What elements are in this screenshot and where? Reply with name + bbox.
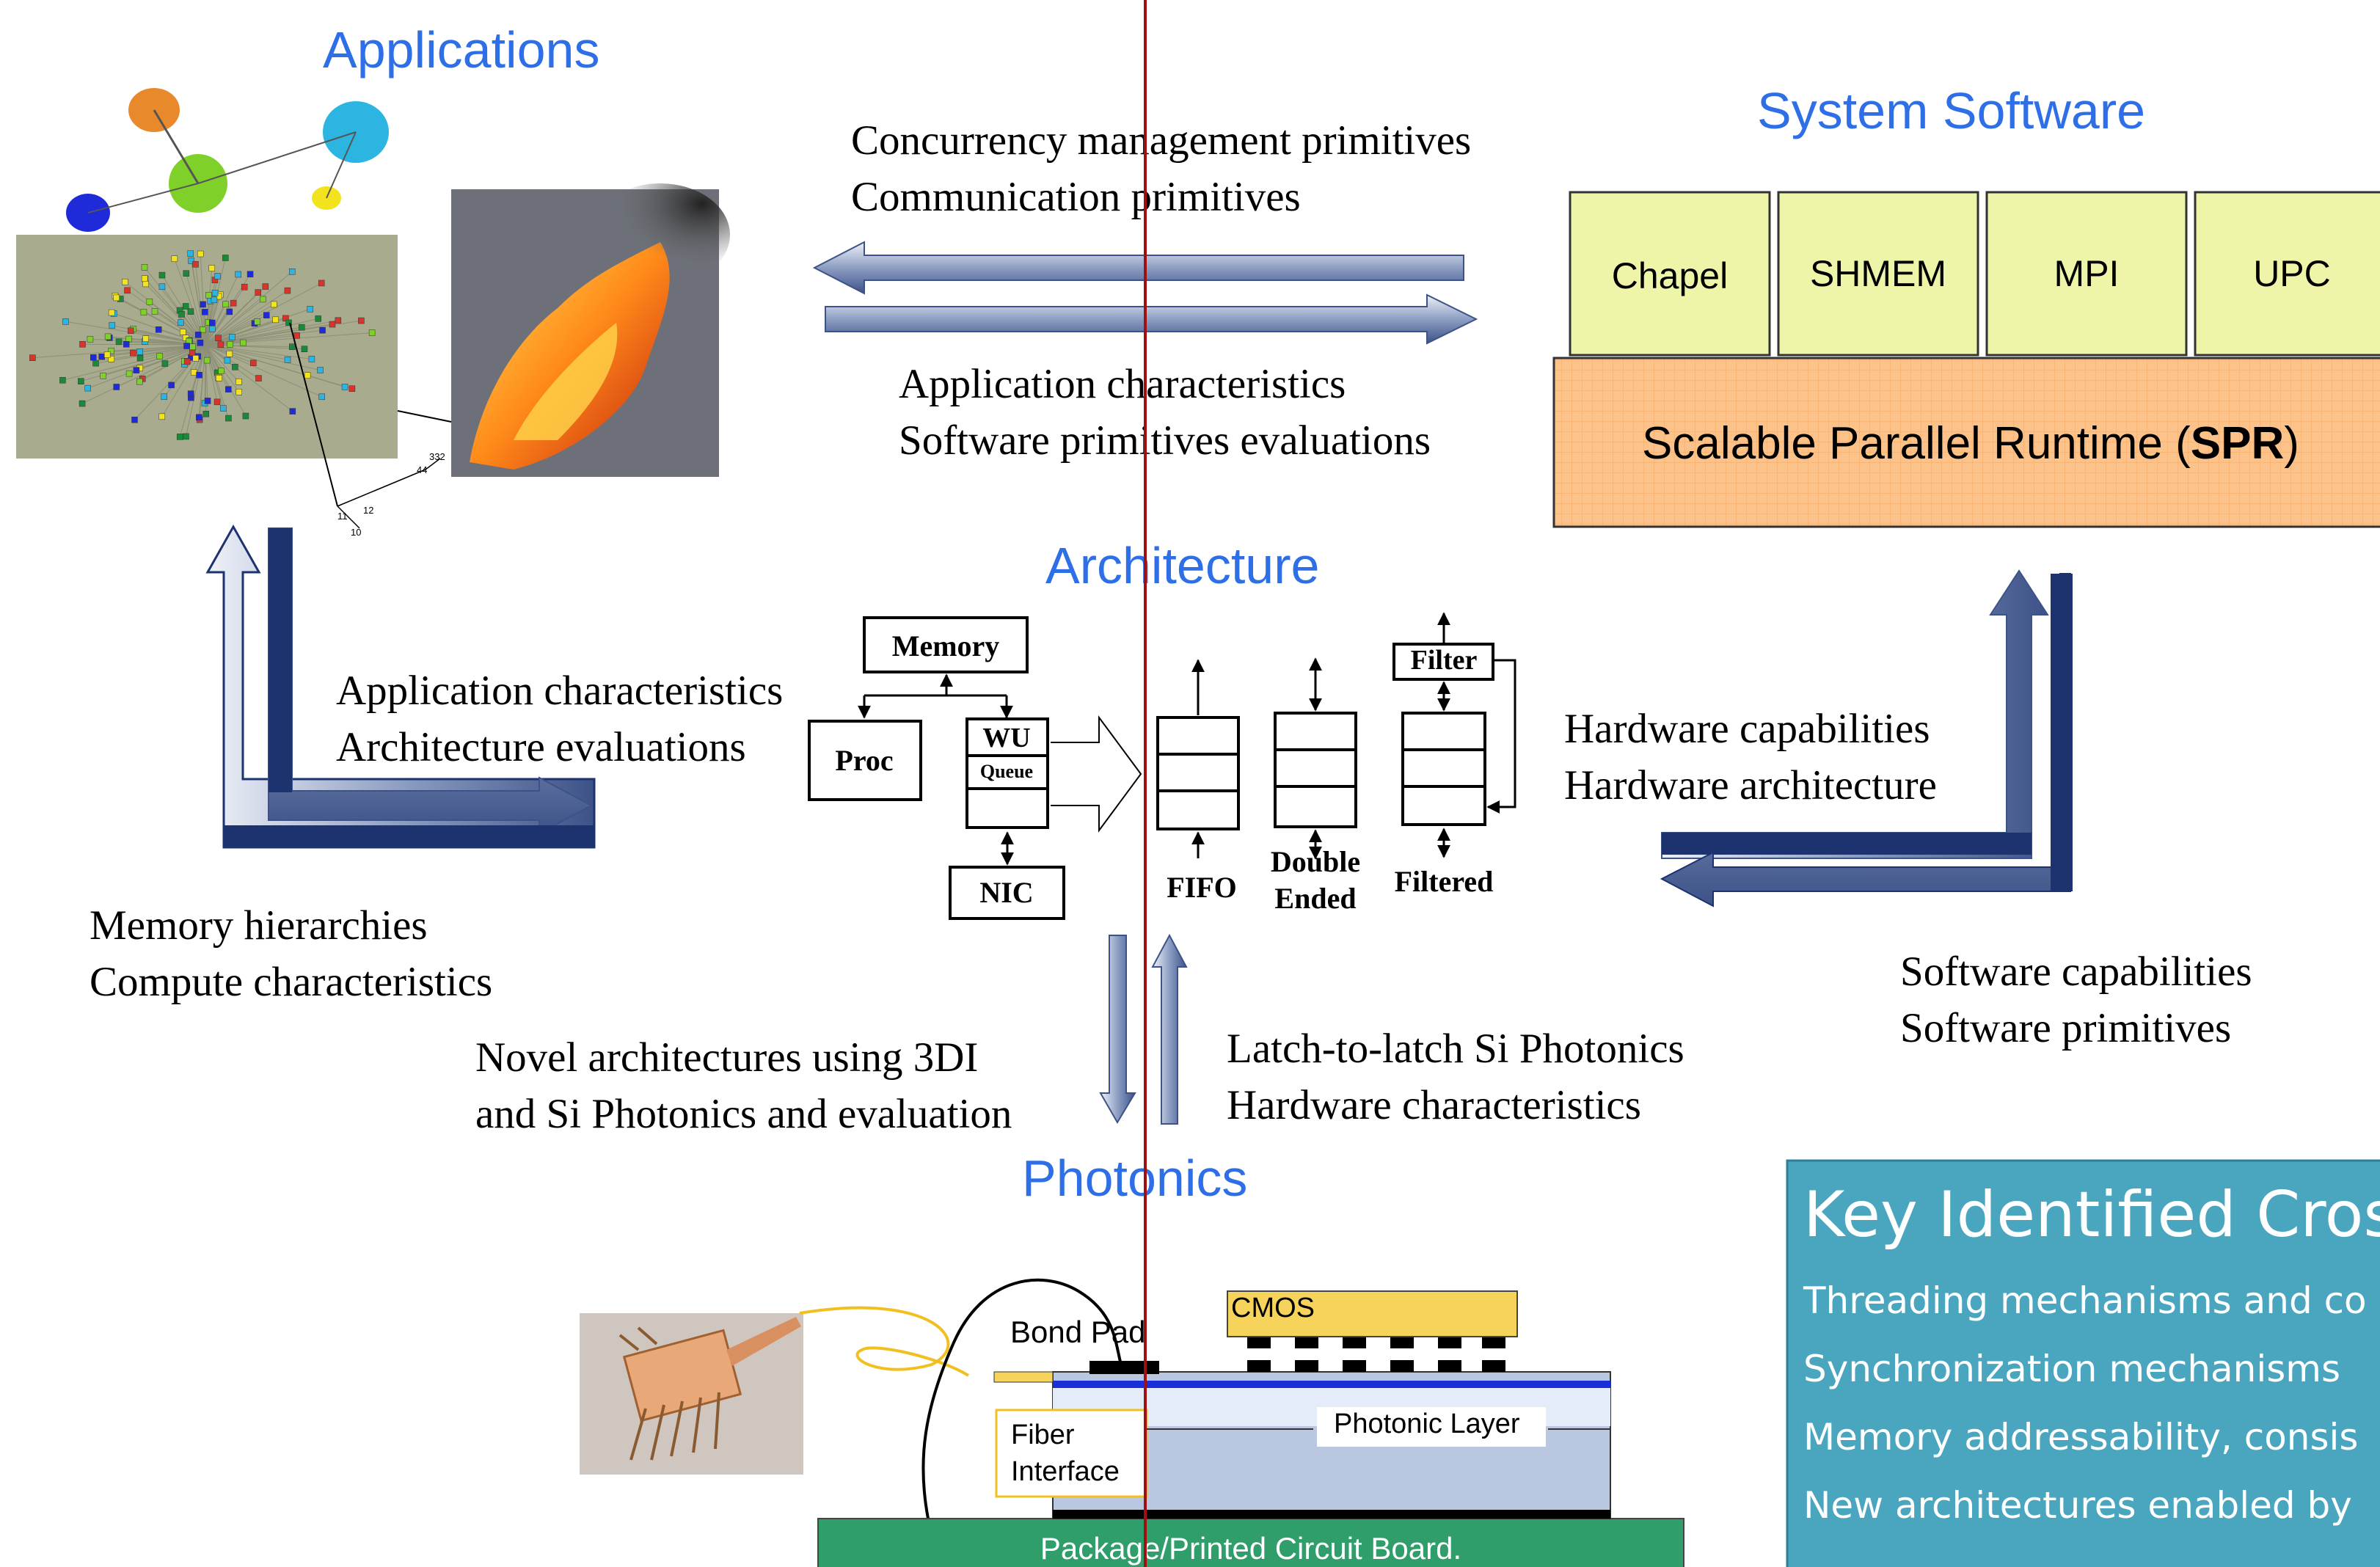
applications-title: Applications [323, 21, 599, 78]
key-crosscuts-box: Key Identified Cros Threading mechanisms… [1786, 1159, 2380, 1567]
arrow-label: Architecture evaluations [336, 724, 746, 770]
double-ended-label: Ended [1274, 882, 1356, 915]
arrow-label: Concurrency management primitives [851, 117, 1471, 164]
graph-node-label: 332 [429, 451, 445, 462]
arrow-arch-to-photonics [1099, 935, 1136, 1124]
filter-label: Filter [1411, 645, 1478, 676]
arrow-label: Application characteristics [336, 668, 783, 714]
arrow-to-system-software [825, 293, 1478, 345]
bond-pad-label: Bond Pad [1010, 1315, 1146, 1349]
key-box-item: Threading mechanisms and co [1803, 1279, 2367, 1322]
photonic-layer-label: Photonic Layer [1334, 1409, 1520, 1439]
board-label: Package/Printed Circuit Board. [1040, 1531, 1461, 1566]
key-box-item: Memory addressability, consis [1803, 1416, 2358, 1458]
model-box-upc [2194, 191, 2380, 357]
arrow-label: Application characteristics [899, 361, 1346, 407]
circuit-board [817, 1518, 1684, 1567]
bond-pad [1089, 1361, 1159, 1374]
arrow-photonics-to-arch [1151, 933, 1188, 1125]
key-box-title: Key Identified Cros [1803, 1178, 2380, 1252]
model-label: UPC [2253, 253, 2331, 294]
model-label: SHMEM [1810, 253, 1946, 294]
filter-box [1392, 643, 1494, 681]
arrow-arch-to-system-software [1661, 569, 2049, 859]
arrow-label: Software capabilities [1900, 949, 2252, 995]
model-label: Chapel [1612, 255, 1728, 296]
arrow-label: and Si Photonics and evaluation [475, 1091, 1012, 1137]
programming-models: Chapel SHMEM MPI UPC [1569, 191, 2380, 357]
fifo-queue [1156, 716, 1240, 830]
graph-visualization-image: 332 44 12 11 10 [16, 88, 445, 538]
arrow-label: Hardware characteristics [1227, 1082, 1641, 1128]
proc-label: Proc [835, 744, 893, 777]
arrow-label: Hardware architecture [1564, 762, 1937, 808]
model-box-mpi [1985, 191, 2188, 357]
arrow-to-applications [812, 241, 1464, 295]
architecture-diagram [808, 612, 1516, 920]
nic-label: NIC [979, 876, 1033, 909]
arrow-label: Memory hierarchies [90, 902, 428, 949]
cmos-bumps [1247, 1337, 1505, 1372]
arrow-label: Software primitives [1900, 1005, 2231, 1051]
wu-queue-box [965, 717, 1049, 829]
graph-node-label: 10 [351, 527, 361, 538]
fiber-interface-label: Fiber [1011, 1420, 1075, 1450]
photonic-chip-photo [580, 1313, 803, 1475]
wu-label: WU [982, 723, 1030, 753]
double-ended-queue [1274, 712, 1357, 828]
system-software-title: System Software [1757, 82, 2145, 139]
memory-label: Memory [892, 629, 1000, 662]
runtime-box: Scalable Parallel Runtime (SPR) [1552, 357, 2380, 528]
queue-label: Queue [980, 761, 1033, 782]
proc-box [808, 720, 922, 801]
photonics-title: Photonics [1022, 1150, 1247, 1207]
fiber-curve [799, 1306, 970, 1377]
architecture-title: Architecture [1045, 537, 1319, 594]
key-box-item: Synchronization mechanisms [1803, 1348, 2340, 1390]
arrow-label: Hardware capabilities [1564, 706, 1930, 752]
memory-box [863, 616, 1029, 673]
fire-simulation-image [397, 183, 730, 477]
runtime-label: Scalable Parallel Runtime (SPR) [1642, 418, 2299, 469]
cmos-chip [1227, 1290, 1518, 1337]
graph-node-label: 12 [363, 505, 373, 516]
arrow-label: Communication primitives [851, 174, 1301, 220]
filtered-queue [1401, 712, 1486, 826]
filtered-label: Filtered [1395, 865, 1494, 898]
graph-node-label: 11 [337, 511, 348, 522]
arrow-label: Compute characteristics [90, 959, 492, 1005]
arrow-label: Novel architectures using 3DI [475, 1034, 978, 1081]
double-ended-label: Double [1271, 845, 1360, 878]
arrow-label: Latch-to-latch Si Photonics [1227, 1026, 1684, 1072]
bond-wire [921, 1278, 1123, 1519]
fifo-label: FIFO [1167, 871, 1237, 904]
model-label: MPI [2054, 253, 2120, 294]
model-box-chapel [1569, 191, 1771, 357]
cmos-label: CMOS [1231, 1293, 1315, 1323]
fiber-interface-label: Interface [1011, 1456, 1120, 1487]
arrow-label: Software primitives evaluations [899, 417, 1431, 464]
nic-box [949, 866, 1065, 920]
graph-node-label: 44 [417, 464, 427, 475]
key-box-item: New architectures enabled by [1803, 1484, 2352, 1527]
model-box-shmem [1777, 191, 1979, 357]
